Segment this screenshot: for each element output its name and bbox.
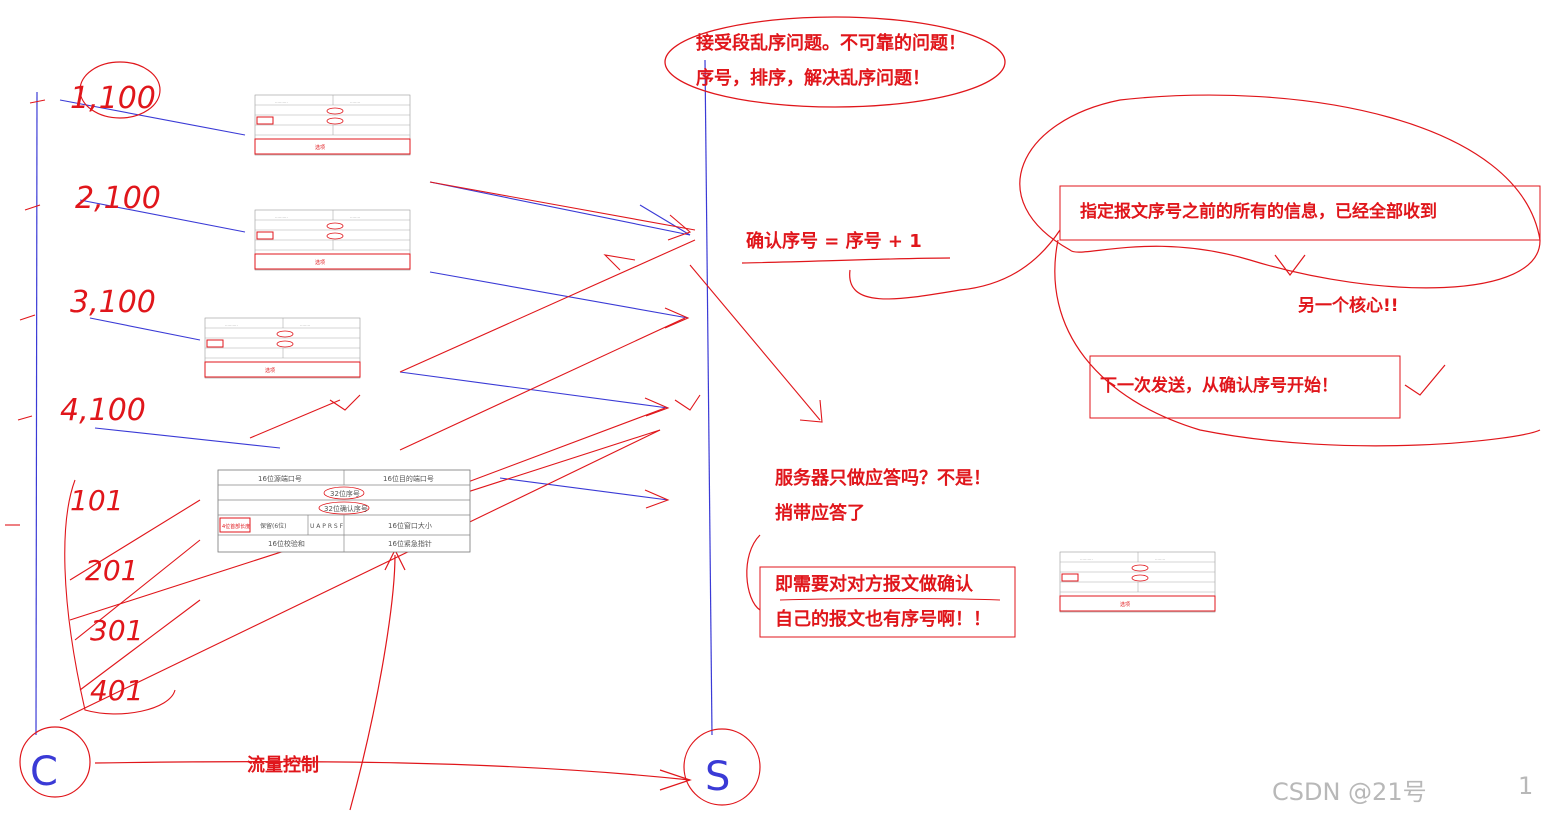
confirm-underline <box>779 598 1001 601</box>
note-top-line-1: 接受段乱序问题。不可靠的问题！ <box>696 33 966 54</box>
client-label: C <box>30 749 58 795</box>
note-box-right-1 <box>1059 185 1541 241</box>
seq-label-4: 4,100 <box>60 393 146 428</box>
server-timeline <box>704 59 713 736</box>
hdr-urgent: 16位紧急指针 <box>388 539 432 548</box>
ack-label-1: 101 <box>70 484 123 517</box>
note-right-2: 下一次发送，从确认序号开始！ <box>1100 376 1338 396</box>
hdr-reserved: 保留(6位) <box>260 522 287 530</box>
hdr-dst-port: 16位目的端口号 <box>383 474 434 483</box>
note-server: 服务器只做应答吗？不是！ 捎带应答了 <box>775 461 991 531</box>
ack-label-3: 301 <box>90 614 143 647</box>
note-top-line-2: 序号，排序，解决乱序问题！ <box>696 68 930 90</box>
page-number: 1 <box>1518 772 1534 800</box>
note-flow-control: 流量控制 <box>247 755 319 776</box>
tcp-header-mini-4 <box>1059 551 1216 613</box>
right-loop-2 <box>1054 239 1541 447</box>
ack-underline <box>741 257 951 264</box>
left-ticks <box>5 99 46 526</box>
hdr-ack: 32位确认序号 <box>324 504 368 513</box>
send-arrows <box>59 99 691 501</box>
seq-circle-1 <box>79 61 161 119</box>
check-mark-1 <box>1274 254 1306 276</box>
note-top: 接受段乱序问题。不可靠的问题！ 序号，排序，解决乱序问题！ <box>696 26 966 96</box>
csdn-watermark: CSDN @21号 <box>1272 778 1427 806</box>
server-label: S <box>705 754 730 800</box>
note-box-confirm <box>759 566 1016 638</box>
ack-bracket <box>64 479 176 715</box>
seq-label-3: 3,100 <box>70 285 156 320</box>
flow-control-arrow-head <box>659 769 692 791</box>
note-ack-formula: 确认序号 = 序号 + 1 <box>746 231 922 252</box>
note-confirm: 即需要对对方报文做确认 自己的报文也有序号啊！！ <box>775 567 991 637</box>
server-circle <box>683 728 761 806</box>
note-confirm-line-2: 自己的报文也有序号啊！！ <box>775 609 991 631</box>
note-right-core: 另一个核心!! <box>1298 296 1399 316</box>
hdr-checksum: 16位校验和 <box>268 539 305 548</box>
up-arrow <box>349 554 396 811</box>
ack-tail <box>849 229 1061 300</box>
hdr-window: 16位窗口大小 <box>388 521 432 530</box>
seq-label-2: 2,100 <box>75 181 161 216</box>
right-loop <box>1019 94 1541 289</box>
note-ellipse-top <box>664 16 1006 108</box>
hdr-flags: U A P R S F <box>310 523 344 530</box>
note-server-line-1: 服务器只做应答吗？不是！ <box>775 468 991 489</box>
tcp-header-mini-1 <box>254 94 411 156</box>
seq-label-1: 1,100 <box>70 81 156 116</box>
tcp-header-mini-3 <box>204 317 361 379</box>
note-confirm-line-1: 即需要对对方报文做确认 <box>775 574 973 595</box>
client-circle <box>19 726 91 798</box>
check-mark-2 <box>1404 364 1446 396</box>
ack-label-2: 201 <box>85 554 138 587</box>
note-box-right-2 <box>1089 355 1401 419</box>
ack-label-4: 401 <box>90 674 143 707</box>
hdr-seq: 32位序号 <box>330 489 360 498</box>
tcp-header-large: 16位源端口号 16位目的端口号 32位序号 32位确认序号 4位首部长度 保留… <box>217 469 471 553</box>
note-server-line-2: 捎带应答了 <box>775 503 865 525</box>
tcp-header-mini-2 <box>254 209 411 271</box>
server-hook <box>746 534 761 611</box>
client-timeline <box>35 91 38 736</box>
flow-control-arrow <box>94 760 691 781</box>
hdr-hlen: 4位首部长度 <box>222 523 250 530</box>
note-right-1: 指定报文序号之前的所有的信息，已经全部收到 <box>1080 202 1437 222</box>
hdr-src-port: 16位源端口号 <box>258 474 302 483</box>
